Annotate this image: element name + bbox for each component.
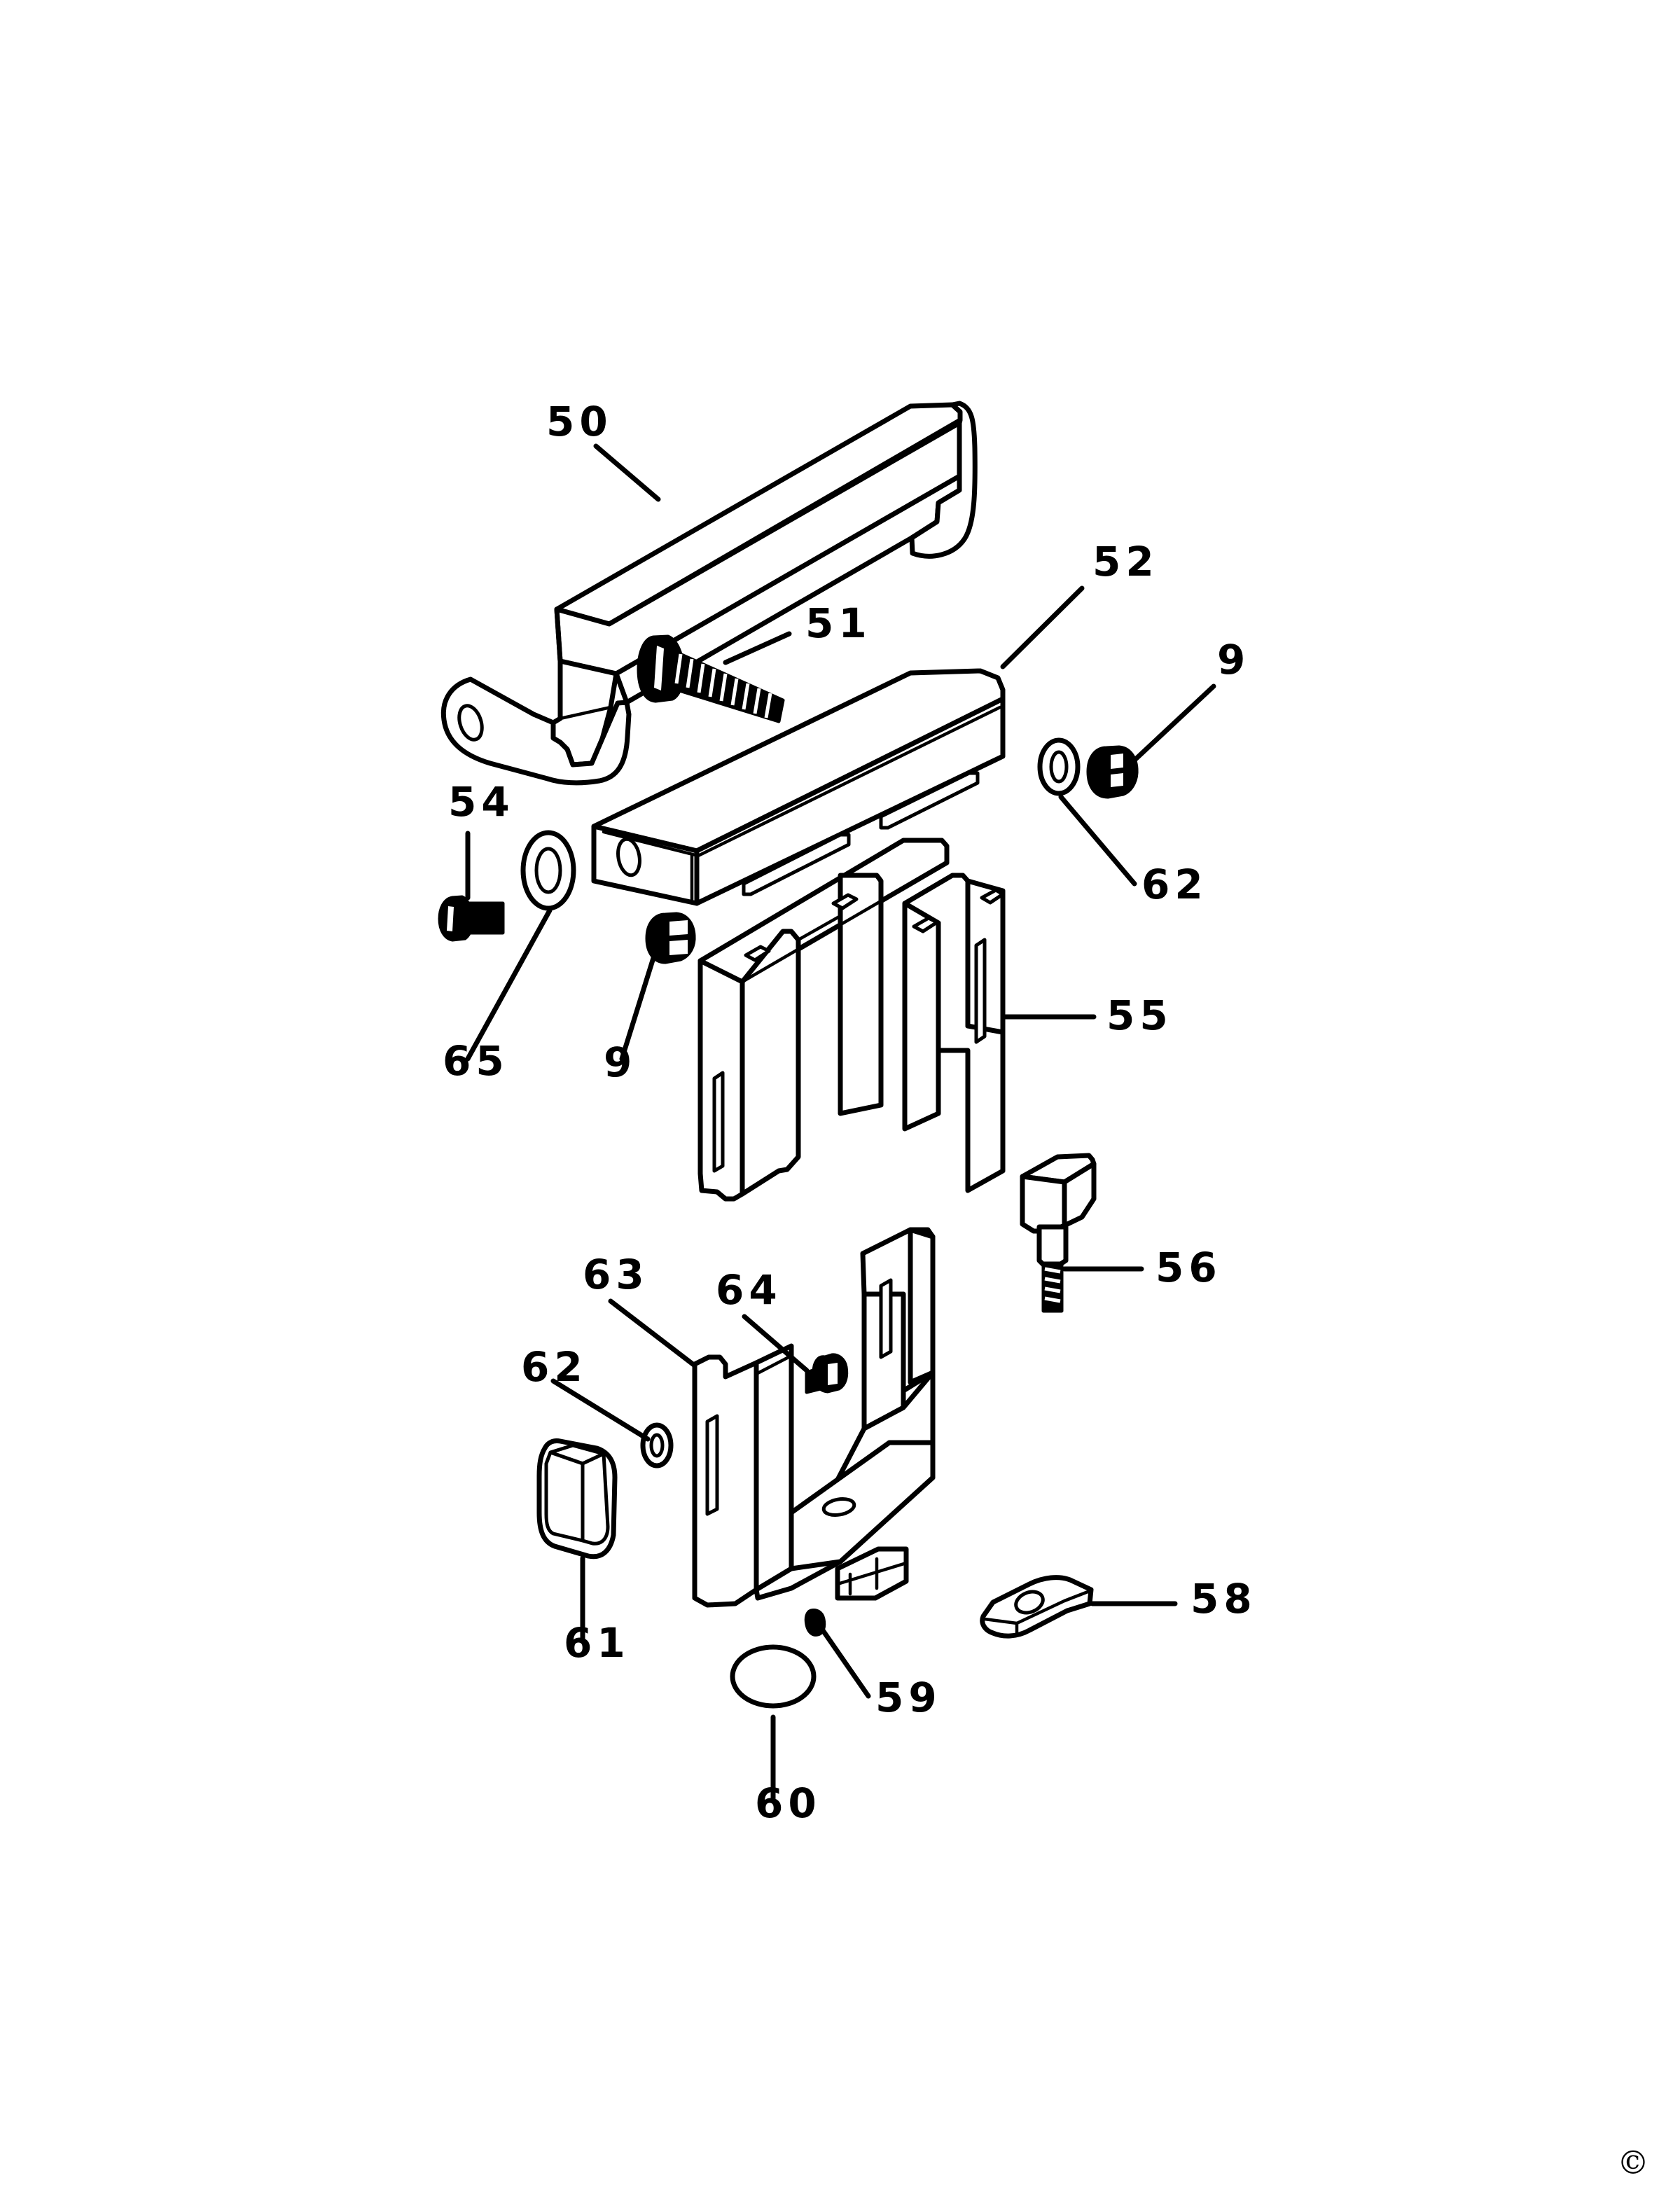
callout-52: 52 [1092,538,1159,585]
callout-58: 58 [1190,1575,1257,1623]
part-upper-u-bracket [697,838,1006,1202]
leader-63 [608,1298,697,1368]
callout-51: 51 [805,599,872,647]
part-handle-bracket [440,401,978,786]
leader-65 [465,908,553,1062]
part-lower-u-bracket [692,1227,936,1608]
leader-64 [742,1314,810,1373]
callout-9-upper: 9 [1217,636,1250,683]
part-pan-head-screw [637,634,785,723]
part-hex-nut-right [1086,745,1139,799]
callout-9-left: 9 [604,1039,637,1086]
leader-lines [465,443,1216,1804]
part-lever-clip [980,1575,1094,1639]
leader-50 [593,443,661,502]
leader-9-left [619,922,667,1062]
part-shoulder-screw [805,1353,849,1394]
part-flat-washer-small-lower [640,1422,674,1468]
part-o-ring [730,1644,817,1709]
callout-labels: 50 51 52 9 62 54 65 9 55 56 63 64 62 61 … [443,398,1257,1827]
callout-61: 61 [564,1619,630,1667]
part-button-head-bolt [438,895,505,942]
part-flat-washer [520,830,576,911]
callout-64: 64 [716,1266,782,1314]
callout-50: 50 [546,398,613,445]
callout-55: 55 [1106,992,1173,1039]
part-knob-screw [1020,1153,1097,1313]
leader-62-upper [1058,794,1137,887]
callout-59: 59 [875,1674,942,1721]
callout-62-upper: 62 [1141,861,1208,908]
copyright-symbol: © [1617,2144,1649,2181]
part-hex-nut-left [645,912,696,964]
part-square-knob [536,1438,618,1560]
leader-52 [1000,585,1085,669]
callout-56: 56 [1155,1244,1222,1291]
leader-51 [723,631,792,665]
leader-62-lower [550,1378,651,1442]
leader-9-upper [1126,683,1216,768]
callout-54: 54 [448,778,515,826]
callout-65: 65 [443,1037,509,1085]
part-rail-block [591,668,1006,906]
callout-63: 63 [583,1251,649,1298]
part-flat-washer-small-upper [1037,737,1081,796]
callout-62-lower: 62 [521,1343,588,1391]
leader-59 [815,1620,871,1699]
callout-60: 60 [755,1779,821,1827]
